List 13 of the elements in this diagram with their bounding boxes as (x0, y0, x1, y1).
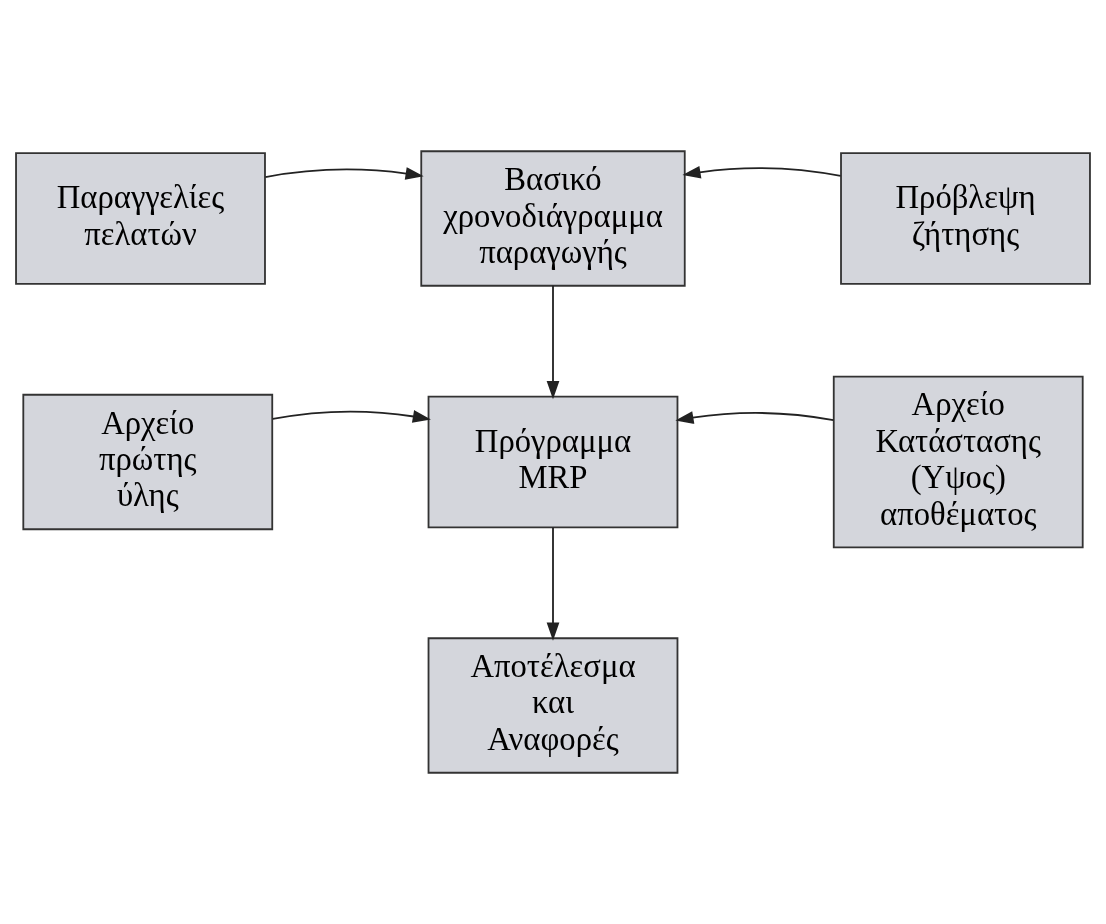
node-box: Αρχείο Κατάστασης (Υψος) αποθέματος (832, 375, 1084, 549)
arrow (271, 410, 431, 423)
node-box: Αρχείο πρώτης ύλης (22, 393, 274, 531)
arrow (675, 411, 835, 424)
node-box: Αποτέλεσμα και Αναφορές (427, 637, 679, 774)
arrow (264, 167, 424, 180)
node-box: Πρόγραμμα MRP (427, 395, 679, 529)
node-box: Πρόβλεψη ζήτησης (840, 152, 1091, 285)
arrow (682, 165, 842, 179)
node-box: Παραγγελίες πελατών (15, 152, 266, 285)
arrow (546, 526, 560, 641)
arrow (546, 284, 560, 400)
node-box: Βασικό χρονοδιάγραμμα παραγωγής (420, 150, 686, 287)
